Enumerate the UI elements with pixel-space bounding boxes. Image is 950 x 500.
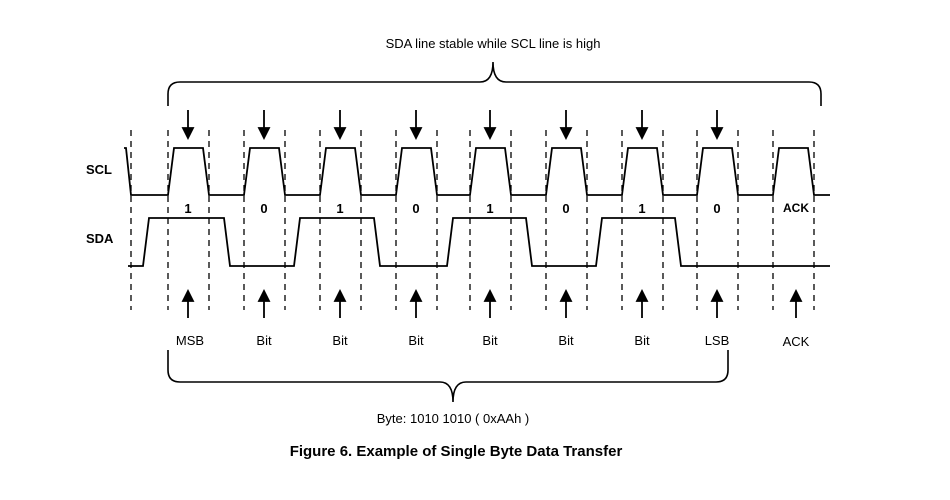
bit-value: 0 <box>412 201 419 216</box>
bit-position-labels: MSB Bit Bit Bit Bit Bit Bit LSB ACK <box>176 333 810 349</box>
up-arrow-icon <box>409 288 423 318</box>
dashed-guides <box>130 130 815 310</box>
sda-waveform <box>128 217 830 267</box>
down-arrow-icon <box>257 110 271 141</box>
figure-caption: Figure 6. Example of Single Byte Data Tr… <box>290 443 623 460</box>
bit-value: 1 <box>336 201 343 216</box>
bit-value: 1 <box>184 201 191 216</box>
ack-value: ACK <box>783 201 809 215</box>
bit-value: 1 <box>638 201 645 216</box>
bit-position-label: Bit <box>256 333 272 348</box>
sample-down-arrows <box>181 110 724 141</box>
sda-label: SDA <box>86 231 114 246</box>
sample-up-arrows <box>181 288 803 318</box>
bit-value: 0 <box>713 201 720 216</box>
down-arrow-icon <box>635 110 649 141</box>
bit-position-label: ACK <box>783 334 810 349</box>
byte-caption: Byte: 1010 1010 ( 0xAAh ) <box>377 411 529 426</box>
down-arrow-icon <box>559 110 573 141</box>
bit-values: 1 0 1 0 1 0 1 0 ACK <box>184 201 809 216</box>
bit-value: 0 <box>562 201 569 216</box>
bit-position-label: Bit <box>332 333 348 348</box>
up-arrow-icon <box>257 288 271 318</box>
up-arrow-icon <box>559 288 573 318</box>
up-arrow-icon <box>789 288 803 318</box>
down-arrow-icon <box>710 110 724 141</box>
scl-label: SCL <box>86 162 112 177</box>
bit-position-label: Bit <box>408 333 424 348</box>
bit-position-label: LSB <box>705 333 730 348</box>
up-arrow-icon <box>181 288 195 318</box>
bit-value: 1 <box>486 201 493 216</box>
scl-waveform <box>124 147 830 196</box>
up-arrow-icon <box>635 288 649 318</box>
up-arrow-icon <box>333 288 347 318</box>
down-arrow-icon <box>483 110 497 141</box>
up-arrow-icon <box>483 288 497 318</box>
down-arrow-icon <box>181 110 195 141</box>
bit-value: 0 <box>260 201 267 216</box>
down-arrow-icon <box>333 110 347 141</box>
top-brace <box>167 61 822 106</box>
bottom-brace <box>167 350 729 403</box>
down-arrow-icon <box>409 110 423 141</box>
bit-position-label: Bit <box>558 333 574 348</box>
up-arrow-icon <box>710 288 724 318</box>
bit-position-label: Bit <box>482 333 498 348</box>
bit-position-label: Bit <box>634 333 650 348</box>
top-caption: SDA line stable while SCL line is high <box>386 36 601 51</box>
bit-position-label: MSB <box>176 333 204 348</box>
